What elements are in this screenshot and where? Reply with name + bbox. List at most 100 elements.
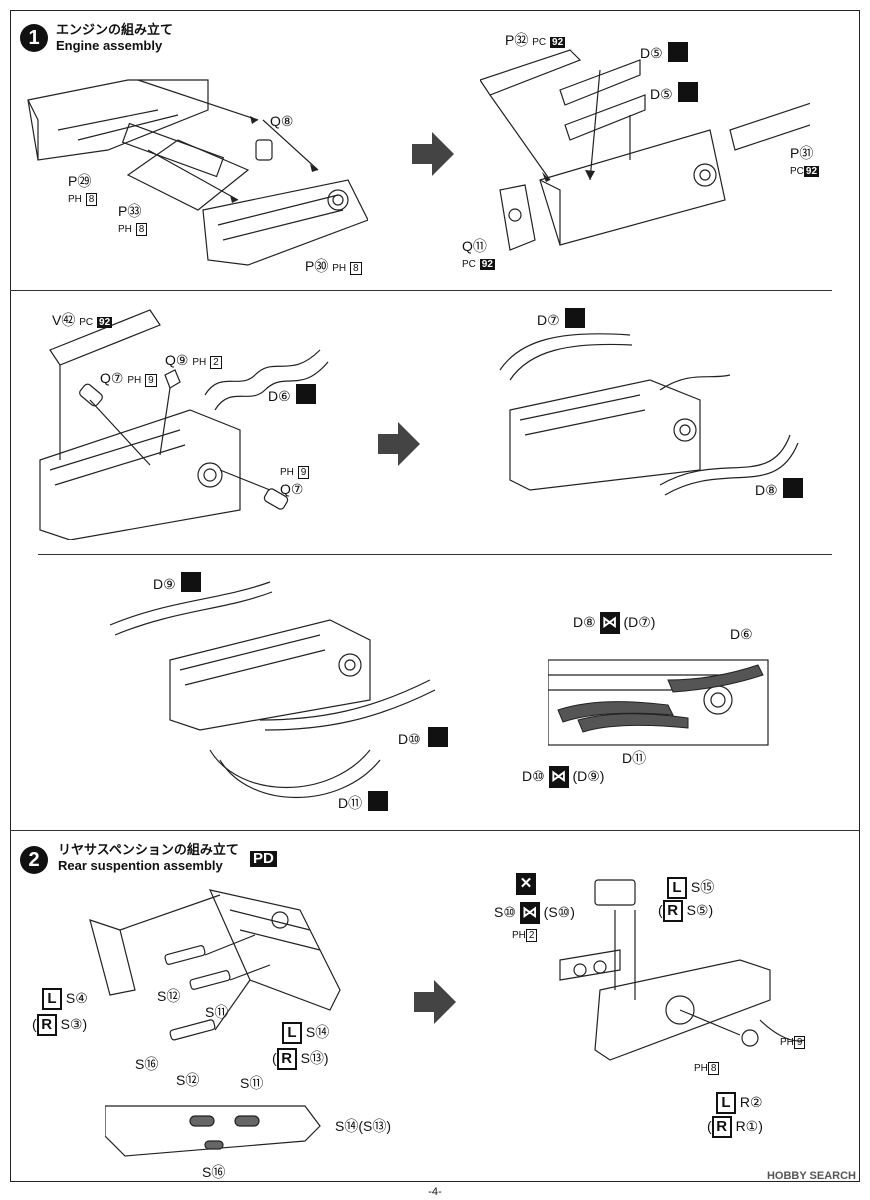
label-p31-num: 92 xyxy=(803,166,820,177)
step-2-title-jp: リヤサスペンションの組み立て xyxy=(58,842,239,857)
rear-suspension-parts-illustration xyxy=(89,889,341,1041)
left-mark-s14: L xyxy=(282,1022,302,1044)
label-s16: S⑯ xyxy=(135,1056,159,1072)
label-ph2-num: 2 xyxy=(525,929,538,942)
step-2-title-en: Rear suspention assembly xyxy=(58,858,223,873)
label-p33-sub: PH xyxy=(118,224,132,235)
label-ph9-sub: PH xyxy=(780,1037,794,1048)
label-v42-num: 92 xyxy=(97,317,113,328)
watermark: HOBBY SEARCH xyxy=(766,1170,856,1182)
label-s5-open: ( xyxy=(658,902,663,918)
right-mark-s13: R xyxy=(276,1048,297,1070)
chrome-part-icon-d10 xyxy=(428,727,448,747)
step-1-title-jp: エンジンの組み立て xyxy=(56,22,174,37)
label-r1-text: R① xyxy=(735,1118,759,1134)
step-2-part-badge: PD xyxy=(250,850,277,867)
label-r1-close: ) xyxy=(758,1118,763,1134)
label-p32-num: 92 xyxy=(550,37,566,48)
label-r-d8: D⑧ ⋈ (D⑦) xyxy=(573,612,655,634)
tool-cross-icon: ✕ xyxy=(516,873,536,895)
label-q7a: Q⑦ PH 9 xyxy=(100,370,157,389)
label-p31-text: P㉛ xyxy=(790,145,814,161)
rear-suspension-plate-illustration xyxy=(105,1105,321,1157)
chrome-part-icon-d7 xyxy=(565,308,585,328)
label-s13-text: S⑬ xyxy=(300,1050,324,1066)
label-ph8-sub: PH xyxy=(694,1063,708,1074)
right-mark-r1: R xyxy=(711,1116,732,1138)
label-p30: P㉚ PH 8 xyxy=(305,258,362,277)
label-r-d8-text: D⑧ xyxy=(573,614,596,630)
label-s3-text: S③ xyxy=(60,1016,83,1032)
label-q7a-text: Q⑦ xyxy=(100,370,124,386)
mirror-icon-1: ⋈ xyxy=(599,612,620,634)
label-s4-text: S④ xyxy=(65,990,88,1006)
page-number: -4- xyxy=(428,1186,442,1198)
label-r2: L R② xyxy=(716,1092,763,1114)
label-s14-text: S⑭ xyxy=(305,1024,330,1040)
step-arrow-icon-3 xyxy=(414,980,456,1024)
label-p29-text: P㉙ xyxy=(68,173,92,189)
chrome-part-icon-d11 xyxy=(368,791,388,811)
label-ph9-num: 9 xyxy=(793,1036,806,1049)
label-s15: L S⑮ xyxy=(667,877,714,899)
engine-block-assembled-illustration xyxy=(480,49,810,251)
label-s14: L S⑭ xyxy=(282,1022,329,1044)
rear-suspension-assembled-illustration xyxy=(559,879,806,1061)
label-d10: D⑩ xyxy=(398,731,421,747)
label-r-d9-text: (D⑨) xyxy=(572,768,605,784)
label-s3-open: ( xyxy=(32,1016,37,1032)
chrome-part-icon-d5b xyxy=(678,82,698,102)
step-1-title-en: Engine assembly xyxy=(56,38,163,53)
label-d9: D⑨ xyxy=(153,576,176,592)
label-p33-num: 8 xyxy=(135,223,148,236)
label-q11-text: Q⑪ xyxy=(462,238,487,254)
label-q9: Q⑨ PH 2 xyxy=(165,352,222,371)
right-mark-s3: R xyxy=(36,1014,57,1036)
label-p30-text: P㉚ xyxy=(305,258,329,274)
label-b-s12: S⑫ xyxy=(176,1072,200,1088)
engine-exhaust-d9-d10-d11-illustration xyxy=(109,581,436,798)
label-b-s14: S⑭(S⑬) xyxy=(335,1118,391,1134)
mirror-icon-2: ⋈ xyxy=(548,766,569,788)
chrome-part-icon-d8 xyxy=(783,478,803,498)
label-q8: Q⑧ xyxy=(270,113,294,129)
label-d8: D⑧ xyxy=(755,482,778,498)
divider-1 xyxy=(10,290,832,291)
label-p29-num: 8 xyxy=(85,193,98,206)
step-arrow-icon-1 xyxy=(412,132,454,176)
label-d7: D⑦ xyxy=(537,312,560,328)
step-2-part-badge-text: PD xyxy=(250,851,277,867)
label-d11: D⑪ xyxy=(338,795,363,811)
label-p32-sub: PC xyxy=(532,37,547,48)
label-ph8-num: 8 xyxy=(707,1062,720,1075)
label-s10b-text: (S⑩) xyxy=(543,904,575,920)
label-s12: S⑫ xyxy=(157,988,181,1004)
label-s5: (R S⑤) xyxy=(658,900,713,922)
label-s13: (R S⑬) xyxy=(272,1048,329,1070)
label-r-d7-text: (D⑦) xyxy=(623,614,656,630)
right-mark-s5: R xyxy=(662,900,683,922)
label-v42-text: V㊷ xyxy=(52,312,76,328)
left-mark-s4: L xyxy=(42,988,62,1010)
label-s5-close: ) xyxy=(708,902,714,918)
label-p29-sub: PH xyxy=(68,194,82,205)
label-p32: P㉜ PC 92 xyxy=(505,32,566,51)
label-q7b-sub: PH xyxy=(280,467,294,478)
label-p33-text: P㉝ xyxy=(118,203,142,219)
label-v42: V㊷ PC 92 xyxy=(52,312,113,331)
label-q9-sub: PH xyxy=(192,357,207,368)
label-r2-text: R② xyxy=(739,1094,763,1110)
step-1-badge: 1 xyxy=(20,24,48,52)
label-r1: (R R①) xyxy=(707,1116,763,1138)
label-p33: P㉝ PH 8 xyxy=(118,203,148,238)
label-s13-close: ) xyxy=(323,1050,329,1066)
label-r-d11: D⑪ xyxy=(622,750,647,766)
label-d6: D⑥ xyxy=(268,388,291,404)
label-s15-text: S⑮ xyxy=(690,879,715,895)
label-q7a-num: 9 xyxy=(145,374,157,387)
tool-icon: ✕ xyxy=(516,873,536,895)
label-q7b-num: 9 xyxy=(297,466,310,479)
